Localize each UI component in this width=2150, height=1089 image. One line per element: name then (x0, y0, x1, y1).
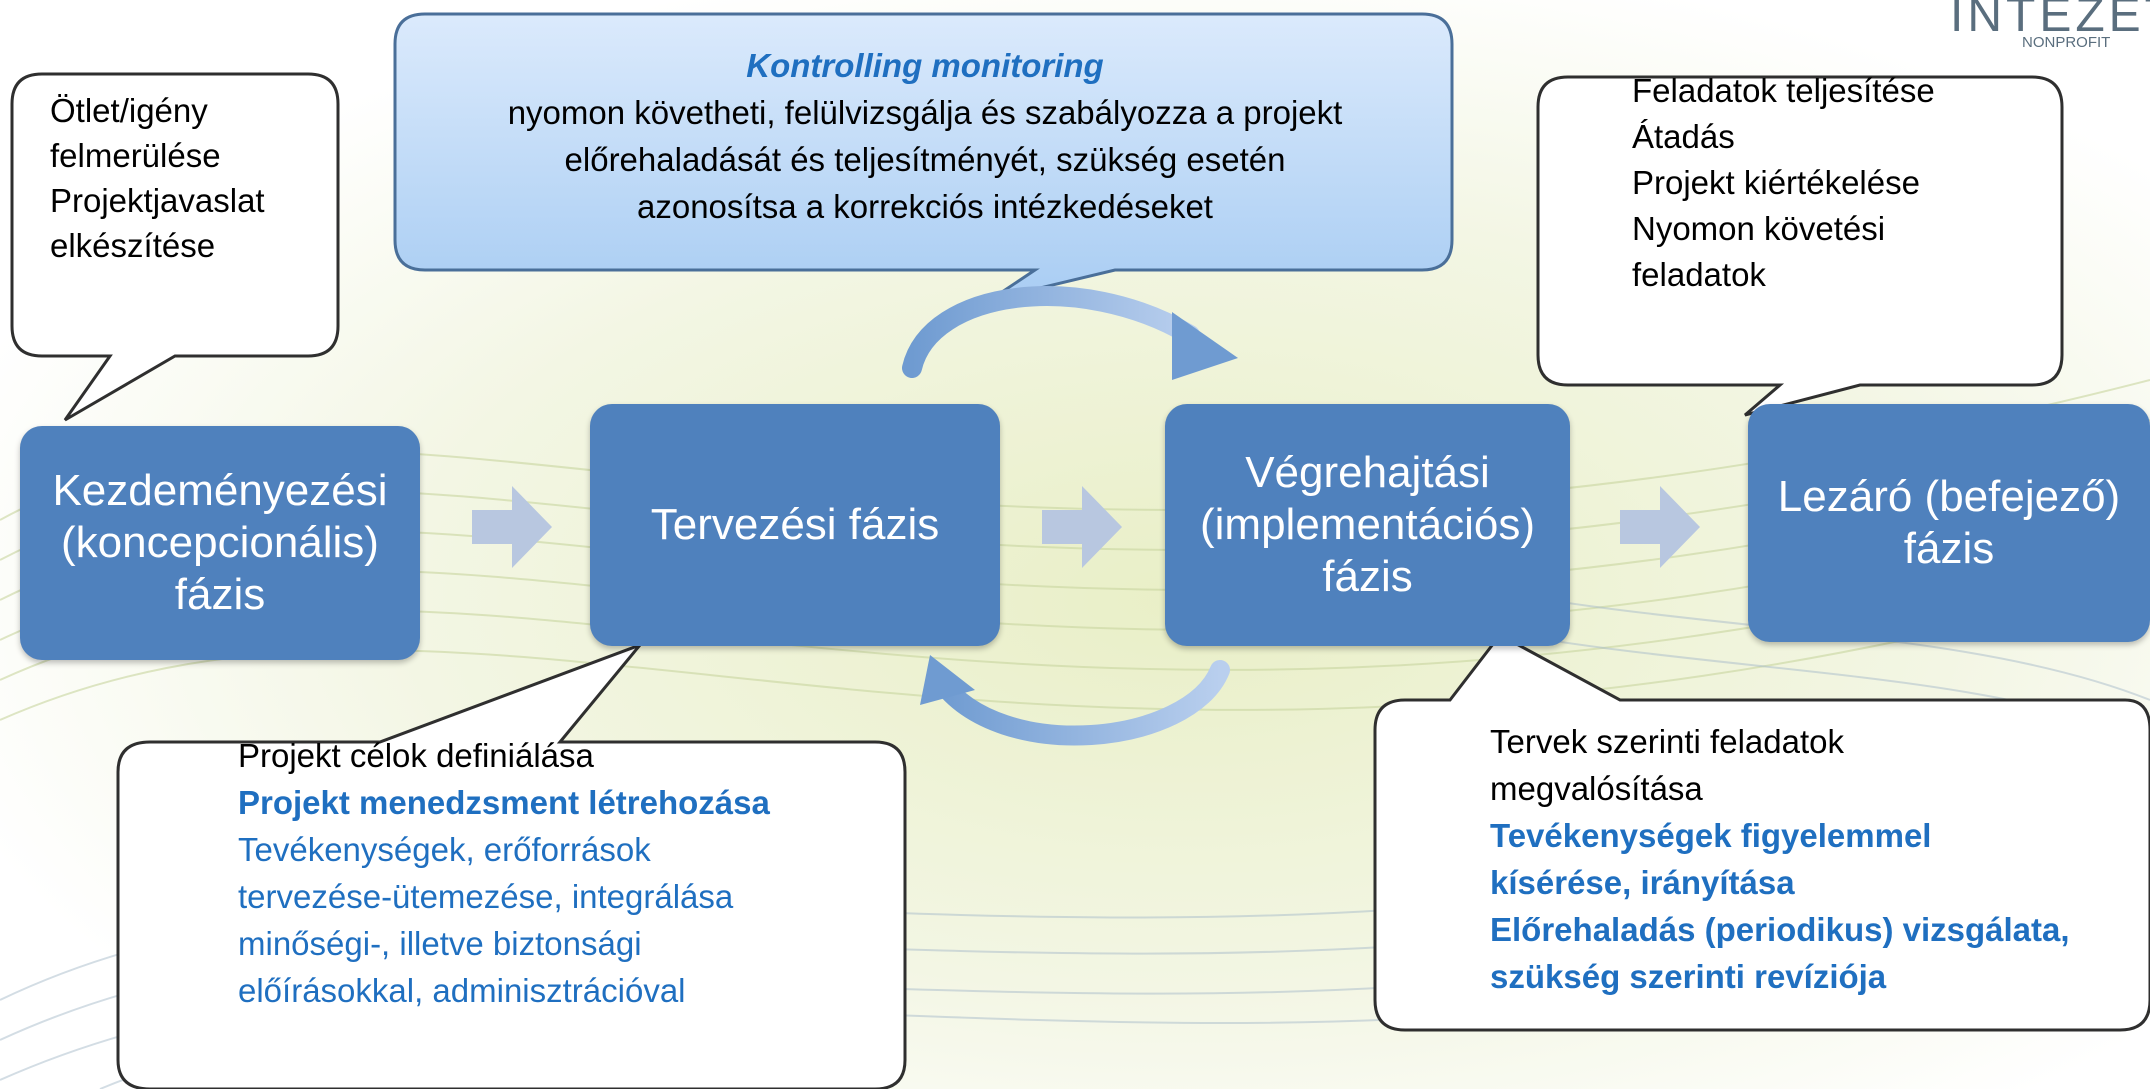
closing-line: Átadás (1632, 118, 1735, 155)
monitoring-line: előrehaladását és teljesítményét, szüksé… (564, 141, 1286, 178)
phase-execution: Végrehajtási (implementációs) fázis (1165, 404, 1570, 646)
planning-callout: Projekt célok definiálása Projekt menedz… (238, 732, 898, 1014)
phase-execution-label: Végrehajtási (implementációs) fázis (1200, 448, 1535, 601)
planning-line: előírásokkal, adminisztrációval (238, 972, 686, 1009)
phase-initiation: Kezdeményezési (koncepcionális) fázis (20, 426, 420, 660)
execution-line: megvalósítása (1490, 770, 1703, 807)
phase-initiation-label: Kezdeményezési (koncepcionális) fázis (52, 466, 388, 619)
monitoring-title: Kontrolling monitoring (746, 47, 1104, 84)
idea-line: Ötlet/igény (50, 92, 208, 129)
monitoring-callout: Kontrolling monitoring nyomon követheti,… (400, 42, 1450, 230)
phase-planning: Tervezési fázis (590, 404, 1000, 646)
execution-emphasis: Előrehaladás (periodikus) vizsgálata, (1490, 911, 2070, 948)
phase-planning-label: Tervezési fázis (650, 500, 940, 549)
execution-emphasis: Tevékenységek figyelemmel (1490, 817, 1932, 854)
monitoring-line: nyomon követheti, felülvizsgálja és szab… (507, 94, 1343, 131)
logo: INTÉZET NONPROFIT (1950, 0, 2150, 51)
closing-line: Nyomon követési (1632, 210, 1886, 247)
planning-line: minőségi-, illetve biztonsági (238, 925, 642, 962)
phase-closing: Lezáró (befejező) fázis (1748, 404, 2150, 642)
planning-emphasis: Projekt menedzsment létrehozása (238, 784, 770, 821)
closing-line: Feladatok teljesítése (1632, 72, 1935, 109)
idea-line: Projektjavaslat (50, 182, 265, 219)
logo-sub: NONPROFIT (2022, 34, 2111, 51)
closing-line: Projekt kiértékelése (1632, 164, 1920, 201)
execution-emphasis: kísérése, irányítása (1490, 864, 1795, 901)
logo-main: INTÉZET (1950, 0, 2150, 42)
idea-callout: Ötlet/igény felmerülése Projektjavaslat … (50, 88, 340, 268)
execution-callout: Tervek szerinti feladatok megvalósítása … (1490, 718, 2150, 1000)
execution-emphasis: szükség szerinti revíziója (1490, 958, 1887, 995)
execution-line: Tervek szerinti feladatok (1490, 723, 1844, 760)
idea-line: elkészítése (50, 227, 216, 264)
monitoring-line: azonosítsa a korrekciós intézkedéseket (637, 188, 1213, 225)
closing-callout: Feladatok teljesítése Átadás Projekt kié… (1632, 68, 2052, 298)
closing-line: feladatok (1632, 256, 1766, 293)
planning-line: Projekt célok definiálása (238, 737, 594, 774)
idea-line: felmerülése (50, 137, 221, 174)
phase-closing-label: Lezáró (befejező) fázis (1777, 472, 2121, 573)
planning-line: tervezése-ütemezése, integrálása (238, 878, 734, 915)
planning-line: Tevékenységek, erőforrások (238, 831, 651, 868)
